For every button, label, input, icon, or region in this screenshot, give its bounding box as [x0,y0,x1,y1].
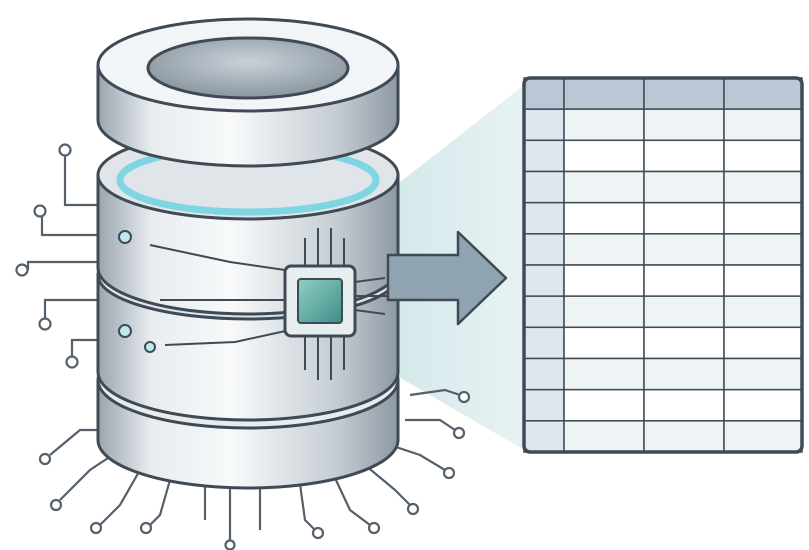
table-cell [723,264,803,297]
table-cell [723,201,803,235]
table-cell [643,420,725,453]
table-header-cell [523,77,565,110]
table-cell [523,264,565,297]
table-cell [723,295,803,329]
table-cell [523,170,565,204]
table-cell [643,201,725,235]
table-cell [523,201,565,235]
table-cell [563,233,645,266]
table-cell [563,201,645,235]
circuit-traces-left [15,143,100,369]
table-cell [523,420,565,453]
table-cell [563,264,645,297]
table-cell [723,357,803,391]
table-cell [563,420,645,453]
table-cell [723,170,803,204]
microchip-icon [283,264,357,338]
table-cell [723,326,803,360]
table-cell [523,295,565,329]
table-cell [563,170,645,204]
table-cell [563,326,645,360]
table-cell [723,108,803,142]
circuit-traces-bottom [38,388,471,550]
table-header-cell [643,77,725,110]
table-cell [643,170,725,204]
chip-traces [149,228,390,380]
table-cell [563,388,645,422]
table-cell [723,139,803,173]
table-cell [523,233,565,266]
status-leds [118,230,156,353]
table-header-cell [563,77,645,110]
arrow-right-icon [386,230,508,326]
table-cell [723,388,803,422]
table-cell [723,420,803,453]
table-cell [723,233,803,266]
table-cell [563,139,645,173]
data-table [522,76,804,454]
table-cell [643,295,725,329]
table-cell [523,357,565,391]
table-header-cell [723,77,803,110]
table-cell [643,388,725,422]
table-cell [643,326,725,360]
table-cell [563,295,645,329]
table-cell [643,264,725,297]
table-cell [643,108,725,142]
database-cylinder [96,17,400,490]
table-cell [563,108,645,142]
table-cell [563,357,645,391]
table-cell [523,388,565,422]
table-cell [643,357,725,391]
table-outline [522,76,804,454]
table-cell [643,139,725,173]
table-cell [523,139,565,173]
table-cell [643,233,725,266]
table-cell [523,326,565,360]
table-cell [523,108,565,142]
